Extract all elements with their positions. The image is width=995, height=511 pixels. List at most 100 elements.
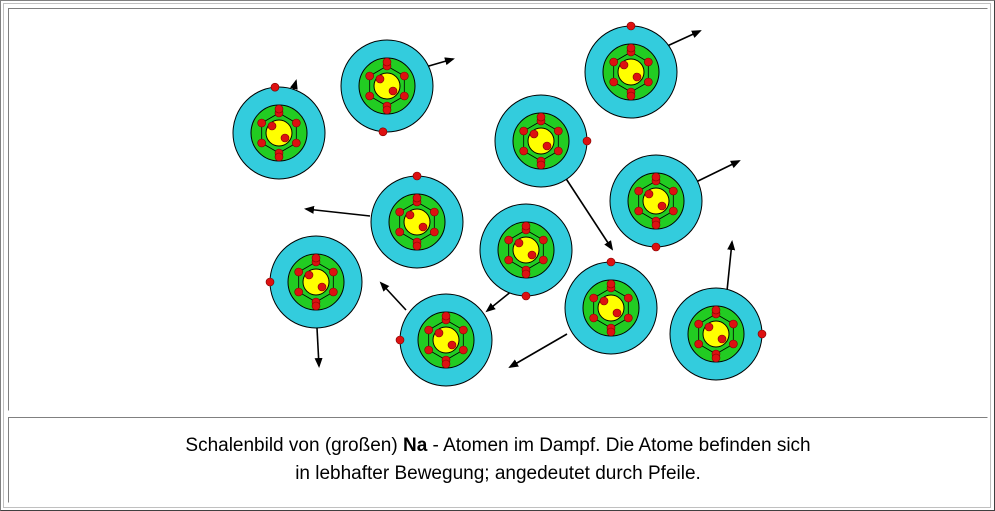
electron bbox=[267, 121, 277, 131]
electron bbox=[599, 296, 609, 306]
electron bbox=[612, 308, 622, 318]
electron bbox=[651, 242, 661, 252]
diagram-panel bbox=[8, 8, 988, 411]
electron bbox=[504, 255, 513, 265]
electron bbox=[539, 235, 548, 245]
electron bbox=[521, 269, 531, 279]
electron bbox=[536, 160, 546, 170]
electron bbox=[382, 57, 392, 67]
electron bbox=[317, 282, 327, 292]
electron bbox=[704, 322, 714, 332]
motion-arrow bbox=[562, 173, 614, 251]
electron bbox=[265, 277, 275, 287]
motion-arrow bbox=[726, 240, 736, 292]
electron bbox=[412, 241, 422, 251]
electron bbox=[694, 319, 703, 329]
electron bbox=[329, 267, 338, 277]
electron bbox=[589, 313, 598, 323]
motion-arrow bbox=[508, 333, 568, 369]
electron bbox=[536, 112, 546, 122]
electron bbox=[424, 325, 433, 335]
electron bbox=[717, 334, 727, 344]
electron bbox=[378, 127, 388, 137]
electron bbox=[459, 325, 468, 335]
electron bbox=[412, 193, 422, 203]
electron bbox=[521, 291, 531, 301]
electron bbox=[400, 91, 409, 101]
electron bbox=[257, 118, 266, 128]
electron bbox=[644, 189, 654, 199]
caption-line1-after: - Atomen im Dampf. Die Atome befinden si… bbox=[427, 435, 811, 456]
motion-arrows bbox=[285, 30, 741, 369]
electron bbox=[447, 340, 457, 350]
sodium-atom bbox=[584, 21, 678, 119]
electron bbox=[542, 141, 552, 151]
motion-arrow bbox=[379, 281, 407, 311]
sodium-atom bbox=[609, 154, 703, 252]
electron bbox=[521, 221, 531, 231]
caption: Schalenbild von (großen) Na - Atomen im … bbox=[8, 417, 988, 503]
electron bbox=[311, 253, 321, 263]
electron bbox=[430, 227, 439, 237]
electron bbox=[651, 220, 661, 230]
sodium-vapor-diagram bbox=[232, 21, 767, 387]
electron bbox=[554, 126, 563, 136]
electron bbox=[644, 77, 653, 87]
electron bbox=[606, 257, 616, 267]
electron bbox=[365, 71, 374, 81]
electron bbox=[711, 305, 721, 315]
electron bbox=[634, 206, 643, 216]
electron bbox=[626, 91, 636, 101]
electron bbox=[459, 345, 468, 355]
caption-line-2: in lebhafter Bewegung; angedeutet durch … bbox=[295, 463, 701, 484]
electron bbox=[412, 171, 422, 181]
electron bbox=[424, 345, 433, 355]
electron bbox=[388, 86, 398, 96]
electron bbox=[582, 136, 592, 146]
electron bbox=[504, 235, 513, 245]
electron bbox=[304, 270, 314, 280]
sodium-atom bbox=[479, 203, 573, 301]
electron bbox=[519, 146, 528, 156]
electron bbox=[606, 327, 616, 337]
electron bbox=[294, 267, 303, 277]
electron bbox=[669, 206, 678, 216]
electron bbox=[729, 319, 738, 329]
electron bbox=[657, 201, 667, 211]
electron bbox=[430, 207, 439, 217]
electron bbox=[418, 222, 428, 232]
electron bbox=[651, 172, 661, 182]
electron bbox=[514, 238, 524, 248]
electron bbox=[270, 82, 280, 92]
sodium-atom bbox=[340, 39, 434, 137]
electron bbox=[626, 43, 636, 53]
electron bbox=[365, 91, 374, 101]
motion-arrow bbox=[314, 327, 323, 368]
electron bbox=[529, 129, 539, 139]
electron bbox=[609, 77, 618, 87]
atoms-layer bbox=[232, 21, 767, 387]
electron bbox=[757, 329, 767, 339]
motion-arrow bbox=[664, 30, 702, 48]
electron bbox=[274, 104, 284, 114]
electron bbox=[375, 74, 385, 84]
electron bbox=[634, 186, 643, 196]
electron bbox=[329, 287, 338, 297]
electron bbox=[274, 152, 284, 162]
sodium-atom bbox=[564, 257, 658, 355]
electron bbox=[729, 339, 738, 349]
electron bbox=[624, 313, 633, 323]
electron bbox=[589, 293, 598, 303]
electron bbox=[527, 250, 537, 260]
electron bbox=[382, 105, 392, 115]
electron bbox=[395, 335, 405, 345]
electron bbox=[609, 57, 618, 67]
electron bbox=[644, 57, 653, 67]
electron bbox=[626, 21, 636, 31]
caption-line1-before: Schalenbild von (großen) bbox=[185, 435, 403, 456]
electron bbox=[292, 138, 301, 148]
electron bbox=[606, 279, 616, 289]
sodium-atom bbox=[370, 171, 464, 269]
sodium-atom bbox=[395, 293, 493, 387]
